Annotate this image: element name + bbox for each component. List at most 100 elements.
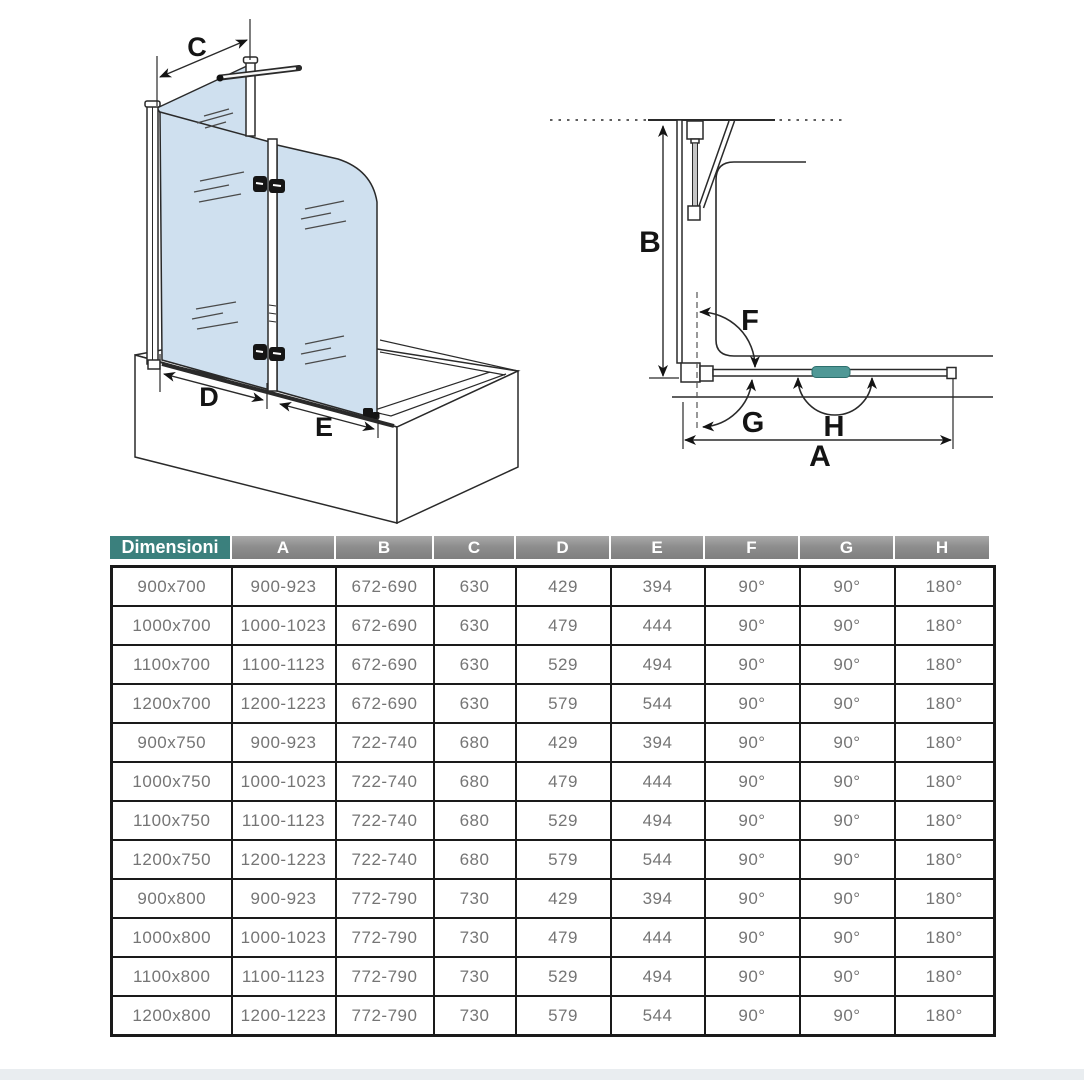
table-cell: 90° <box>703 722 801 763</box>
table-cell: 90° <box>703 605 801 646</box>
table-cell: 1100x700 <box>110 644 233 685</box>
glass-panels <box>155 63 378 420</box>
table-cell: 730 <box>432 878 517 919</box>
table-cell: 90° <box>798 683 896 724</box>
table-cell: 544 <box>609 839 706 880</box>
table-cell: 90° <box>798 605 896 646</box>
table-cell: 429 <box>514 722 612 763</box>
table-cell: 1000x700 <box>110 605 233 646</box>
corner-post <box>242 56 259 137</box>
table-cell: 680 <box>432 839 517 880</box>
table-cell: 680 <box>432 800 517 841</box>
table-cell: 630 <box>432 565 517 607</box>
table-cell: 730 <box>432 995 517 1037</box>
table-cell: 529 <box>514 644 612 685</box>
table-cell: 1100-1123 <box>230 644 337 685</box>
table-cell: 1200x750 <box>110 839 233 880</box>
table-cell: 900x750 <box>110 722 233 763</box>
table-cell: 90° <box>703 878 801 919</box>
diagram-canvas: C D E <box>134 19 993 525</box>
table-cell: 1100-1123 <box>230 800 337 841</box>
dimension-c: C <box>156 19 251 106</box>
table-cell: 529 <box>514 956 612 997</box>
wall-profile <box>144 100 161 370</box>
dimension-a: A <box>682 379 954 473</box>
table-cell: 90° <box>798 761 896 802</box>
hinge-top <box>253 176 285 193</box>
table-cell: 394 <box>609 565 706 607</box>
table-cell: 494 <box>609 644 706 685</box>
table-cell: 1100-1123 <box>230 956 337 997</box>
table-cell: 180° <box>893 722 996 763</box>
handle <box>811 366 851 378</box>
table-cell: 544 <box>609 683 706 724</box>
table-cell: 722-740 <box>334 800 435 841</box>
table-cell: 672-690 <box>334 565 435 607</box>
table-cell: 900x700 <box>110 565 233 607</box>
table-cell: 722-740 <box>334 722 435 763</box>
table-cell: 90° <box>703 800 801 841</box>
angle-g-arc <box>702 379 756 432</box>
table-cell: 394 <box>609 722 706 763</box>
table-header-d: D <box>516 536 609 559</box>
table-cell: 680 <box>432 722 517 763</box>
middle-profile <box>267 138 278 392</box>
dimension-e-label: E <box>315 412 333 442</box>
table-cell: 544 <box>609 995 706 1037</box>
pivot-dot <box>216 74 224 82</box>
table-header-a: A <box>232 536 334 559</box>
dimension-b-label: B <box>639 226 661 259</box>
table-cell: 180° <box>893 995 996 1037</box>
table-cell: 90° <box>798 917 896 958</box>
dimension-d: D <box>159 354 268 412</box>
tub-right-face <box>396 369 519 525</box>
dimension-b: B <box>639 125 679 379</box>
table-cell: 680 <box>432 761 517 802</box>
hinge-block <box>680 362 714 383</box>
dimension-e: E <box>279 401 379 442</box>
table-cell: 672-690 <box>334 644 435 685</box>
table-cell: 429 <box>514 565 612 607</box>
table-cell: 479 <box>514 917 612 958</box>
table-cell: 630 <box>432 683 517 724</box>
wall-profile-side <box>676 119 683 364</box>
telescopic-rod <box>686 120 704 221</box>
table-cell: 444 <box>609 605 706 646</box>
table-cell: 1200x700 <box>110 683 233 724</box>
table-cell: 672-690 <box>334 683 435 724</box>
table-cell: 90° <box>798 878 896 919</box>
table-header-f: F <box>705 536 798 559</box>
table-cell: 722-740 <box>334 761 435 802</box>
support-arm-side <box>698 120 736 209</box>
table-cell: 730 <box>432 917 517 958</box>
angle-g-label: G <box>742 407 765 439</box>
table-cell: 90° <box>703 644 801 685</box>
dimension-d-label: D <box>199 382 219 412</box>
table-cell: 1100x800 <box>110 956 233 997</box>
wall-profile-foot <box>147 359 161 370</box>
table-cell: 1200x800 <box>110 995 233 1037</box>
table-cell: 180° <box>893 800 996 841</box>
table-cell: 90° <box>703 761 801 802</box>
support-bar <box>216 65 302 82</box>
table-cell: 1000x800 <box>110 917 233 958</box>
table-cell: 772-790 <box>334 995 435 1037</box>
table-cell: 180° <box>893 956 996 997</box>
support-bar-tip <box>296 65 302 71</box>
table-cell: 772-790 <box>334 878 435 919</box>
table-cell: 180° <box>893 683 996 724</box>
table-cell: 494 <box>609 956 706 997</box>
panel-end-cap <box>946 366 957 380</box>
table-cell: 900-923 <box>230 878 337 919</box>
